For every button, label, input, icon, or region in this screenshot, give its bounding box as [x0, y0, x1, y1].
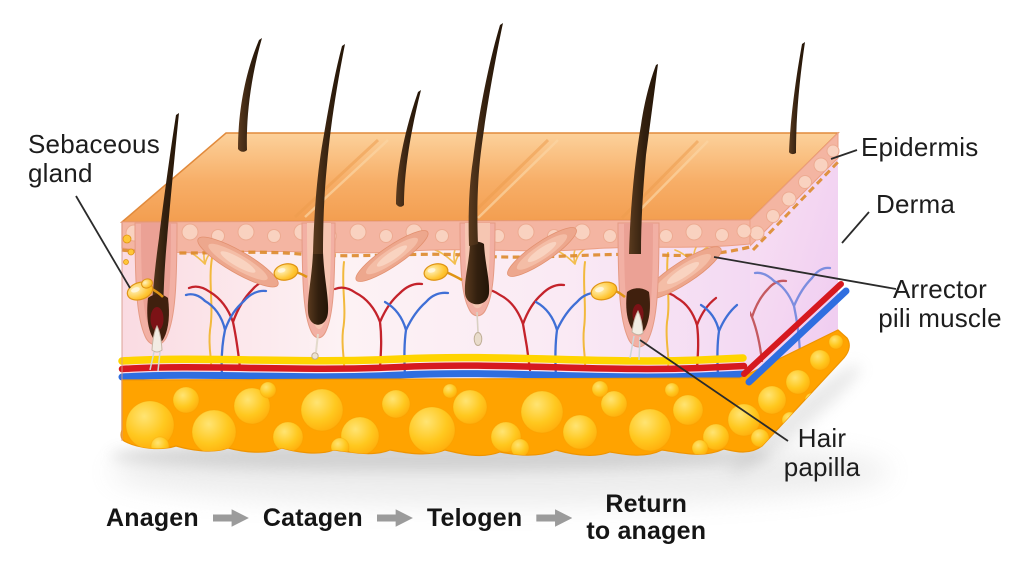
arrector-pili-label: Arrector pili muscle	[875, 274, 1005, 334]
hair-shaft	[396, 90, 421, 207]
epidermis-label: Epidermis	[861, 132, 979, 162]
sebaceous-gland	[126, 278, 154, 301]
hair-papilla-label: Hair papilla	[770, 423, 874, 483]
cycle-stage-return: Return to anagen	[586, 491, 706, 545]
derma-label: Derma	[876, 189, 956, 219]
arrector-pili-label-line1: Arrector	[892, 274, 988, 304]
blood-vessel-plexus	[118, 353, 749, 381]
sebaceous-gland-label: Sebaceous gland	[28, 129, 160, 189]
arrector-muscle	[197, 236, 279, 288]
hair-follicle-catagen	[301, 222, 336, 360]
arrector-pili-muscles	[197, 227, 722, 300]
sebaceous-gland-label-line2: gland	[28, 158, 93, 189]
hair-shaft	[468, 23, 503, 246]
right-arrow-icon	[536, 509, 573, 527]
hair-return-anagen	[626, 64, 658, 361]
sebaceous-gland	[423, 263, 449, 281]
cycle-stage-return-line1: Return	[605, 490, 688, 518]
hair-shafts	[147, 23, 805, 372]
right-arrow-icon	[212, 509, 249, 527]
cycle-stage-return-line2: to anagen	[586, 517, 707, 545]
pointer-lines	[75, 149, 897, 442]
descending-vessels	[741, 281, 850, 386]
sebaceous-gland	[590, 281, 618, 301]
hair-shaft	[789, 42, 805, 155]
cycle-stage-anagen: Anagen	[106, 503, 199, 532]
epidermis-pointer-line	[830, 149, 858, 160]
derma-pointer-line	[841, 211, 870, 244]
arrector-pili-label-line2: pili muscle	[878, 303, 1002, 334]
hair-shaft	[313, 44, 345, 254]
sebaceous-glands	[122, 234, 626, 301]
hair-shaft	[238, 38, 262, 152]
right-arrow-icon	[376, 509, 413, 527]
arrector-muscle	[355, 230, 429, 282]
hair-anagen	[147, 113, 179, 372]
hair-cycle-sequence: Anagen Catagen Telogen Return to anagen	[106, 486, 706, 550]
capillary-tree-side	[711, 266, 832, 363]
hair-papilla-label-line2: papilla	[783, 452, 861, 483]
sebaceous-pointer-line	[75, 195, 131, 289]
hair-papilla-label-line1: Hair	[797, 423, 847, 453]
sebaceous-gland-label-line1: Sebaceous	[28, 129, 160, 159]
arrector-pointer-line	[713, 256, 897, 290]
sebaceous-gland	[273, 263, 299, 281]
epidermis-band-side	[749, 131, 840, 252]
arrector-muscle	[507, 227, 577, 277]
cycle-stage-telogen: Telogen	[426, 503, 523, 532]
cycle-stage-catagen: Catagen	[262, 503, 363, 532]
papilla-pointer-line	[639, 339, 789, 442]
subcutaneous-fat	[120, 329, 850, 457]
